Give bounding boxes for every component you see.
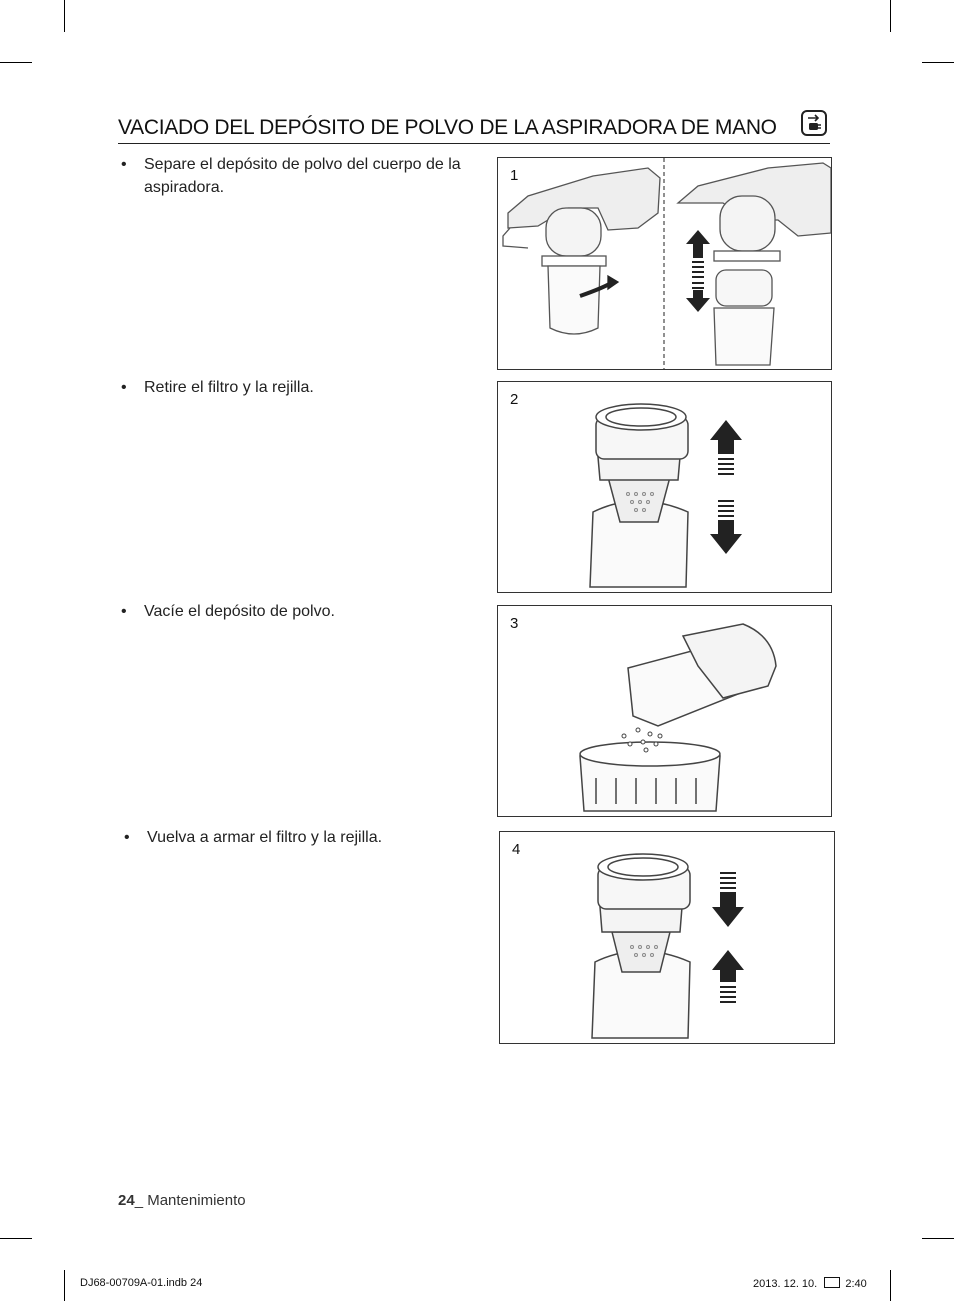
- illustration-step-3: 3: [497, 605, 832, 817]
- page-title: VACIADO DEL DEPÓSITO DE POLVO DE LA ASPI…: [118, 116, 777, 139]
- filter-remove-illustration: [589, 403, 742, 588]
- crop-mark: [64, 1270, 65, 1301]
- step-number: 2: [510, 391, 519, 408]
- step-1-label: Separe el depósito de polvo del cuerpo d…: [144, 156, 461, 196]
- step-4-text: • Vuelva a armar el filtro y la rejilla.: [124, 826, 477, 849]
- print-time: 2:40: [845, 1278, 867, 1290]
- crop-mark: [0, 1238, 32, 1239]
- page-footer: 24_ Mantenimiento: [118, 1192, 246, 1209]
- footer-separator: _: [134, 1192, 148, 1209]
- step-number: 1: [510, 167, 519, 184]
- crop-mark: [890, 1270, 891, 1301]
- filter-reassemble-illustration: [591, 853, 744, 1039]
- step-1-text: • Separe el depósito de polvo del cuerpo…: [121, 153, 474, 199]
- step-4-label: Vuelva a armar el filtro y la rejilla.: [147, 829, 383, 846]
- print-date-info: 2013. 12. 10. 2:40: [753, 1277, 867, 1290]
- page-number: 24: [118, 1192, 135, 1209]
- title-rule: [118, 143, 830, 144]
- bullet-dot: •: [121, 603, 127, 620]
- vacuum-detach-illustration: [502, 158, 831, 369]
- footer-section: Mantenimiento: [147, 1192, 246, 1209]
- empty-bin-illustration: [579, 623, 777, 812]
- bullet-dot: •: [124, 829, 130, 846]
- step-number: 4: [512, 841, 521, 858]
- crop-mark: [922, 62, 954, 63]
- print-date: 2013. 12. 10.: [753, 1278, 818, 1290]
- crop-mark: [0, 62, 32, 63]
- step-2-label: Retire el filtro y la rejilla.: [144, 379, 314, 396]
- clock-icon: [824, 1277, 841, 1288]
- bullet-dot: •: [121, 379, 127, 396]
- bullet-dot: •: [121, 156, 127, 173]
- crop-mark: [64, 0, 65, 32]
- print-file-info: DJ68-00709A-01.indb 24: [80, 1277, 203, 1289]
- step-number: 3: [510, 615, 519, 632]
- crop-mark: [890, 0, 891, 32]
- illustration-step-1: 1: [497, 157, 832, 370]
- step-3-label: Vacíe el depósito de polvo.: [144, 603, 335, 620]
- crop-mark: [922, 1238, 954, 1239]
- step-2-text: • Retire el filtro y la rejilla.: [121, 376, 474, 399]
- illustration-step-4: 4: [499, 831, 835, 1044]
- illustration-step-2: 2: [497, 381, 832, 593]
- step-3-text: • Vacíe el depósito de polvo.: [121, 600, 474, 623]
- handheld-vacuum-icon: [801, 110, 827, 136]
